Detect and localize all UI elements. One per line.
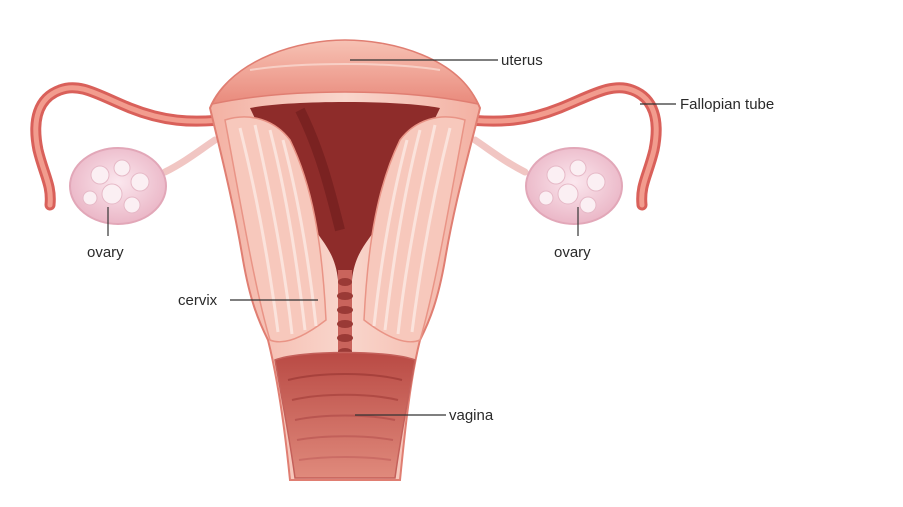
leader-lines — [107, 59, 676, 416]
fallopian-tube-label: Fallopian tube — [680, 96, 774, 113]
right-uterine-wall — [363, 116, 466, 343]
left-uterine-wall — [224, 116, 327, 343]
cervix-label: cervix — [178, 292, 218, 309]
left-ovary — [69, 147, 167, 225]
left-fallopian-tube — [30, 82, 241, 211]
right-ovary — [525, 147, 623, 225]
right-ovary-label: ovary — [554, 244, 591, 261]
left-ovary-label: ovary — [87, 244, 124, 261]
vaginal-canal — [274, 351, 416, 479]
uterus-label: uterus — [501, 52, 543, 69]
cervical-canal — [337, 270, 353, 362]
vagina-label: vagina — [449, 407, 494, 424]
uterine-cavity — [250, 102, 440, 280]
right-fallopian-tube — [449, 82, 662, 211]
